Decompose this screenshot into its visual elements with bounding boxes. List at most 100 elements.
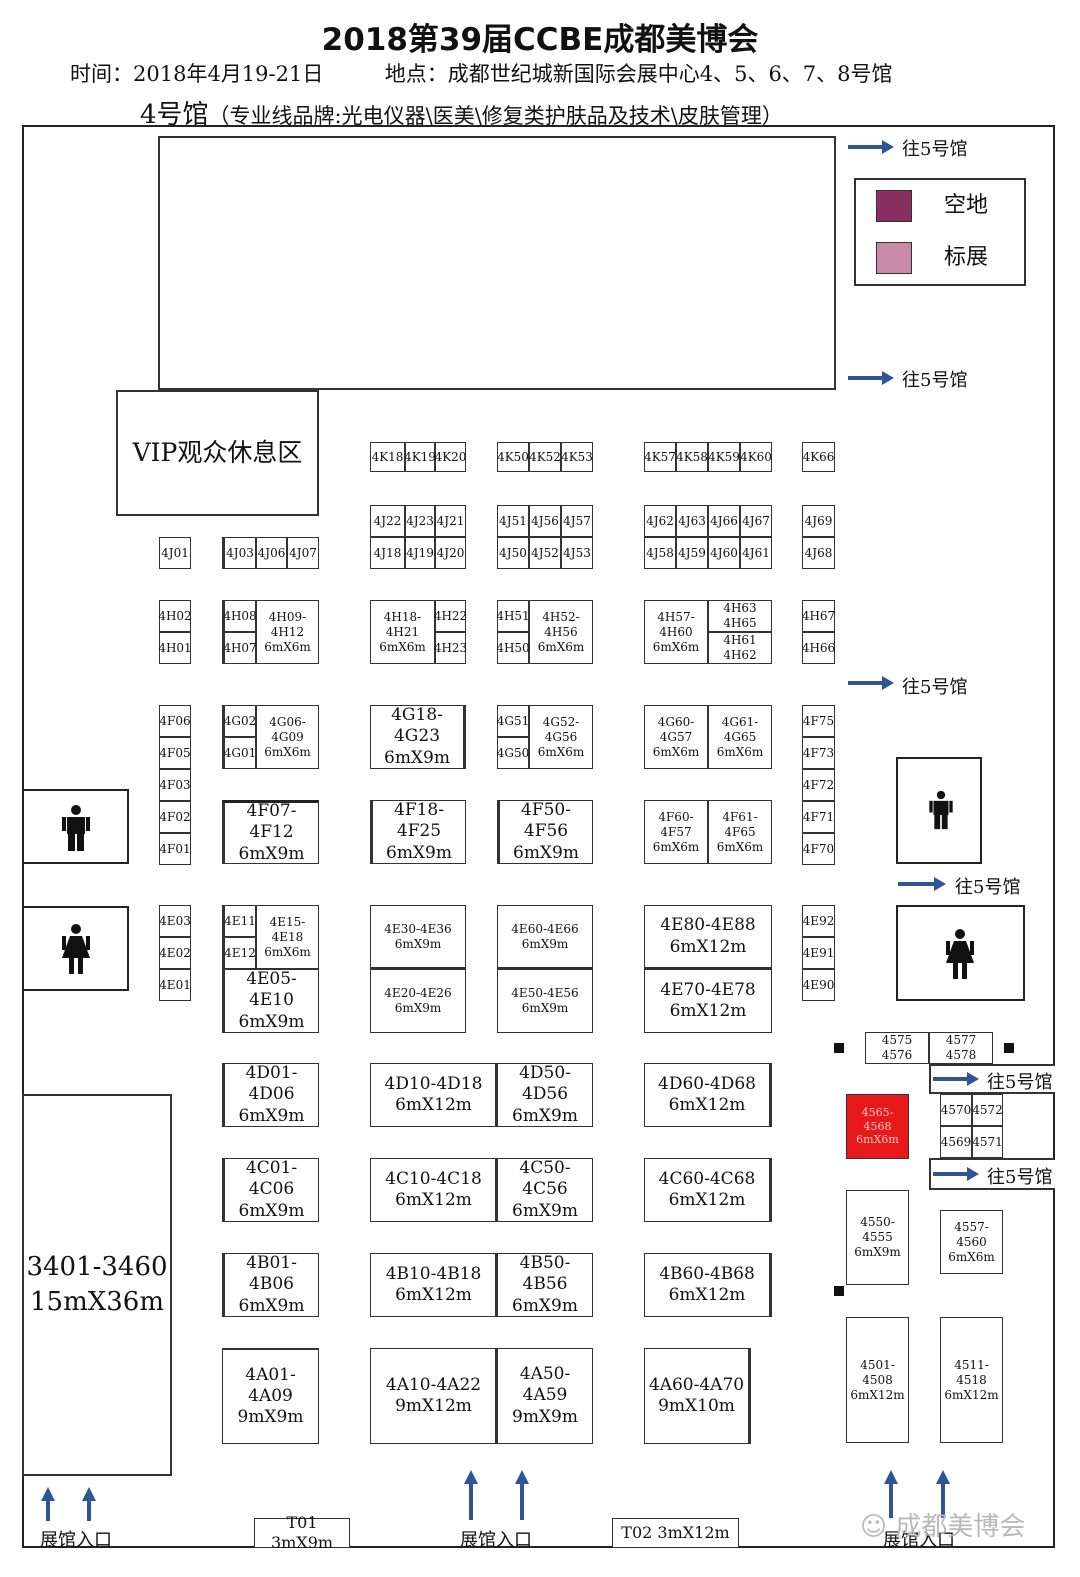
booth[interactable]: 4K66	[802, 442, 835, 472]
booth[interactable]: 4J66	[708, 505, 740, 537]
booth[interactable]: T02 3mX12m	[612, 1518, 739, 1548]
booth[interactable]: 4E60-4E66 6mX9m	[497, 905, 593, 969]
booth[interactable]: 4B10-4B18 6mX12m	[370, 1253, 497, 1317]
booth[interactable]: 4J01	[159, 537, 191, 569]
booth[interactable]: 4E30-4E36 6mX9m	[370, 905, 466, 969]
to-hall5-label[interactable]: 往5号馆	[987, 1167, 1053, 1188]
booth[interactable]: 4J20	[435, 537, 466, 569]
booth[interactable]: 4J07	[287, 537, 319, 569]
to-hall5-label[interactable]: 往5号馆	[902, 677, 968, 698]
booth[interactable]: 4H02	[158, 600, 192, 632]
booth[interactable]: 4577 4578	[929, 1032, 993, 1064]
booth[interactable]: 4E90	[802, 969, 835, 1001]
to-hall5-label[interactable]: 往5号馆	[987, 1072, 1053, 1093]
booth[interactable]: 4B01-4B06 6mX9m	[222, 1253, 319, 1317]
booth[interactable]: 4C50-4C56 6mX9m	[495, 1158, 593, 1222]
booth[interactable]: 4B60-4B68 6mX12m	[644, 1253, 772, 1317]
booth[interactable]: 4K18	[370, 442, 405, 472]
booth[interactable]: 4F70	[802, 833, 835, 865]
booth[interactable]: 4J23	[405, 505, 435, 537]
booth[interactable]: 4K50	[497, 442, 529, 472]
booth[interactable]: 4A10-4A22 9mX12m	[370, 1348, 497, 1444]
booth[interactable]: 4K52	[529, 442, 561, 472]
booth[interactable]: 4F61- 4F65 6mX6m	[708, 800, 772, 864]
booth[interactable]: 4C60-4C68 6mX12m	[644, 1158, 772, 1222]
booth[interactable]: 4511- 4518 6mX12m	[940, 1317, 1003, 1443]
booth[interactable]: 4J50	[497, 537, 529, 569]
booth[interactable]: 4B50-4B56 6mX9m	[495, 1253, 593, 1317]
restroom-women[interactable]	[22, 906, 129, 991]
booth[interactable]: 4F60- 4F57 6mX6m	[644, 800, 708, 864]
booth[interactable]: 4H61 4H62	[708, 632, 772, 664]
booth[interactable]: 4J22	[370, 505, 405, 537]
booth[interactable]: 4E91	[802, 937, 835, 969]
booth[interactable]: 4J57	[561, 505, 593, 537]
booth[interactable]: 4E15- 4E18 6mX6m	[256, 905, 319, 969]
booth[interactable]: 4D50-4D56 6mX9m	[495, 1063, 593, 1127]
entrance-label[interactable]: 展馆入口	[460, 1530, 532, 1551]
booth[interactable]: 4E50-4E56 6mX9m	[497, 969, 593, 1033]
booth[interactable]: 4F73	[802, 737, 835, 769]
booth[interactable]: 4H52- 4H56 6mX6m	[529, 600, 593, 664]
booth[interactable]: 4H67	[802, 600, 835, 632]
booth[interactable]: 4J56	[529, 505, 561, 537]
booth[interactable]: 4F06	[159, 705, 191, 737]
booth-highlight[interactable]: 4565- 4568 6mX6m	[846, 1094, 909, 1159]
booth[interactable]: 4E92	[802, 905, 835, 937]
booth-large[interactable]: 3401-3460 15mX36m	[22, 1094, 172, 1476]
to-hall5-label[interactable]: 往5号馆	[955, 877, 1021, 898]
booth[interactable]: 4A50-4A59 9mX9m	[495, 1348, 593, 1444]
to-hall5-label[interactable]: 往5号馆	[902, 139, 968, 160]
booth[interactable]: 4K20	[435, 442, 466, 472]
entrance-label[interactable]: 展馆入口	[883, 1530, 955, 1551]
restroom-men[interactable]	[896, 757, 982, 864]
booth[interactable]: 4F02	[159, 801, 191, 833]
booth[interactable]: 4J53	[561, 537, 593, 569]
booth[interactable]: 4J68	[802, 537, 835, 569]
booth[interactable]: 4J59	[676, 537, 708, 569]
booth[interactable]: 4550- 4555 6mX9m	[846, 1190, 909, 1285]
booth[interactable]: 4571	[972, 1126, 1003, 1158]
booth[interactable]: 4J18	[370, 537, 405, 569]
booth[interactable]: 4K58	[676, 442, 708, 472]
booth[interactable]: 4A01-4A09 9mX9m	[222, 1348, 319, 1444]
booth[interactable]: 4F07-4F12 6mX9m	[222, 800, 319, 864]
booth[interactable]: 4F50-4F56 6mX9m	[497, 800, 593, 864]
booth[interactable]: 4H09- 4H12 6mX6m	[256, 600, 319, 664]
vip-lounge[interactable]: VIP观众休息区	[116, 390, 319, 516]
booth[interactable]: 4G51	[497, 705, 529, 737]
booth[interactable]: 4G60- 4G57 6mX6m	[644, 705, 708, 769]
booth[interactable]: 4G61- 4G65 6mX6m	[708, 705, 772, 769]
booth[interactable]: 4H01	[158, 632, 192, 664]
booth[interactable]: 4H07	[222, 632, 257, 664]
booth[interactable]: 4E20-4E26 6mX9m	[370, 969, 466, 1033]
booth[interactable]: 4570	[940, 1094, 972, 1126]
booth[interactable]: 4J06	[256, 537, 287, 569]
booth[interactable]: 4J69	[802, 505, 835, 537]
booth[interactable]: 4J67	[740, 505, 772, 537]
booth[interactable]: 4G01	[222, 737, 256, 769]
booth[interactable]: 4D60-4D68 6mX12m	[644, 1063, 772, 1127]
booth[interactable]: 4575 4576	[865, 1032, 929, 1064]
booth[interactable]: 4E01	[159, 969, 191, 1001]
booth[interactable]: 4J21	[435, 505, 466, 537]
booth[interactable]: 4569	[940, 1126, 972, 1158]
booth[interactable]: 4F75	[802, 705, 835, 737]
booth[interactable]: 4K19	[404, 442, 436, 472]
booth[interactable]: 4E02	[159, 937, 191, 969]
booth[interactable]: 4H50	[496, 632, 530, 664]
booth[interactable]: 4557- 4560 6mX6m	[940, 1210, 1003, 1274]
booth[interactable]: 4G02	[222, 705, 256, 737]
booth[interactable]: 4J63	[676, 505, 708, 537]
booth[interactable]: 4C01-4C06 6mX9m	[222, 1158, 319, 1222]
booth[interactable]: 4572	[972, 1094, 1003, 1126]
booth[interactable]: 4E11	[222, 905, 256, 937]
booth[interactable]: 4J62	[644, 505, 676, 537]
booth[interactable]: 4E12	[222, 937, 256, 969]
booth[interactable]: 4H22	[434, 600, 467, 632]
booth[interactable]: 4E80-4E88 6mX12m	[644, 905, 772, 969]
booth[interactable]: 4H57- 4H60 6mX6m	[644, 600, 708, 664]
booth[interactable]: 4C10-4C18 6mX12m	[370, 1158, 497, 1222]
booth[interactable]: 4F05	[159, 737, 191, 769]
booth[interactable]: 4F01	[159, 833, 191, 865]
